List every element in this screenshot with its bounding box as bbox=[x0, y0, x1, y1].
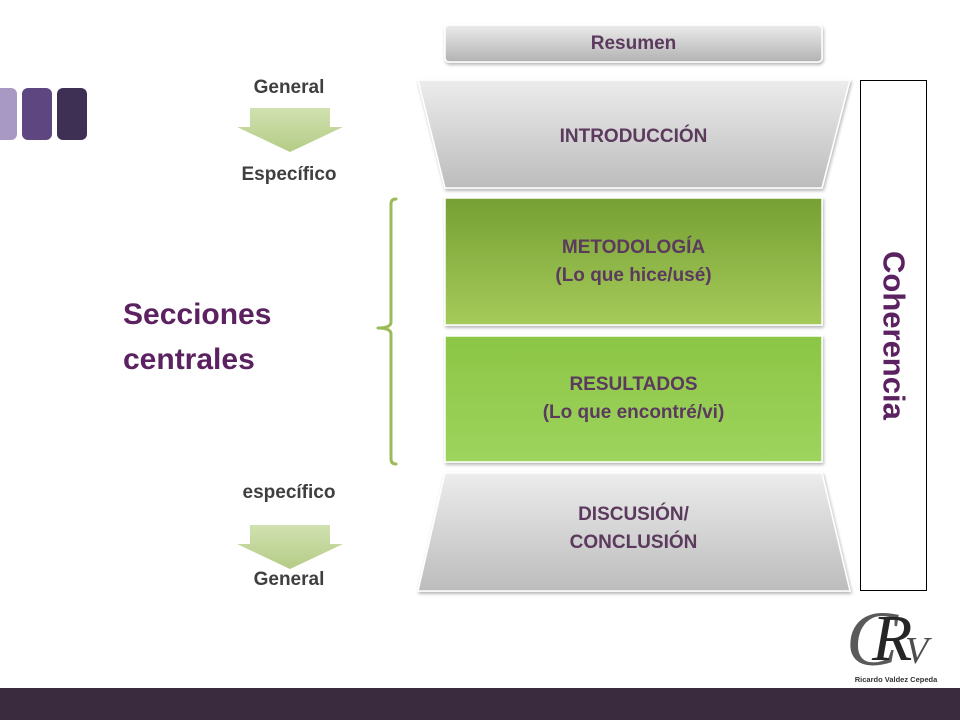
introduction-label: INTRODUCCIÓN bbox=[559, 126, 708, 147]
coherence-box: Coherencia bbox=[860, 80, 927, 591]
top-flow-from-label: General bbox=[253, 77, 325, 98]
methodology-title: METODOLOGÍA bbox=[561, 236, 706, 258]
methodology-box bbox=[444, 197, 823, 326]
logo-letter-c: C bbox=[846, 595, 899, 682]
logo-author-name: Ricardo Valdez Cepeda bbox=[854, 675, 938, 684]
introduction-label-container: INTRODUCCIÓN bbox=[445, 83, 822, 191]
logo-letter-r: R bbox=[872, 602, 913, 675]
left-bracket-icon bbox=[376, 197, 398, 466]
down-arrow-icon bbox=[237, 108, 343, 152]
coherence-label: Coherencia bbox=[876, 251, 912, 420]
results-subtitle: (Lo que encontré/vi) bbox=[542, 402, 725, 423]
results-title: RESULTADOS bbox=[569, 374, 698, 395]
down-arrow-icon bbox=[237, 525, 343, 569]
summary-label: Resumen bbox=[590, 32, 677, 54]
logo-letter-v: V bbox=[905, 630, 929, 672]
footer-band bbox=[0, 688, 960, 720]
central-sections-line1: Secciones bbox=[123, 298, 272, 331]
central-sections-line2: centrales bbox=[123, 343, 255, 376]
discussion-trapezoid bbox=[417, 472, 851, 592]
decoration-bar-medium bbox=[22, 88, 52, 140]
summary-label-container: Resumen bbox=[445, 25, 822, 62]
top-flow-to-label: Específico bbox=[241, 164, 337, 185]
methodology-label-container: METODOLOGÍA (Lo que hice/usé) bbox=[445, 198, 822, 325]
central-sections-label: Secciones centrales bbox=[123, 292, 271, 382]
decoration-bar-light bbox=[0, 88, 17, 140]
bottom-flow-from-label: específico bbox=[242, 482, 336, 503]
results-box bbox=[444, 335, 823, 463]
bottom-flow-to-label: General bbox=[253, 569, 325, 590]
discussion-line1: DISCUSIÓN/ bbox=[578, 504, 689, 525]
discussion-line2: CONCLUSIÓN bbox=[569, 532, 698, 553]
methodology-subtitle: (Lo que hice/usé) bbox=[555, 264, 712, 286]
results-label-container: RESULTADOS (Lo que encontré/vi) bbox=[445, 336, 822, 462]
introduction-trapezoid bbox=[417, 79, 851, 189]
summary-bar bbox=[444, 24, 823, 63]
discussion-label-container: DISCUSIÓN/ CONCLUSIÓN bbox=[445, 470, 822, 588]
decoration-bar-dark bbox=[57, 88, 87, 140]
